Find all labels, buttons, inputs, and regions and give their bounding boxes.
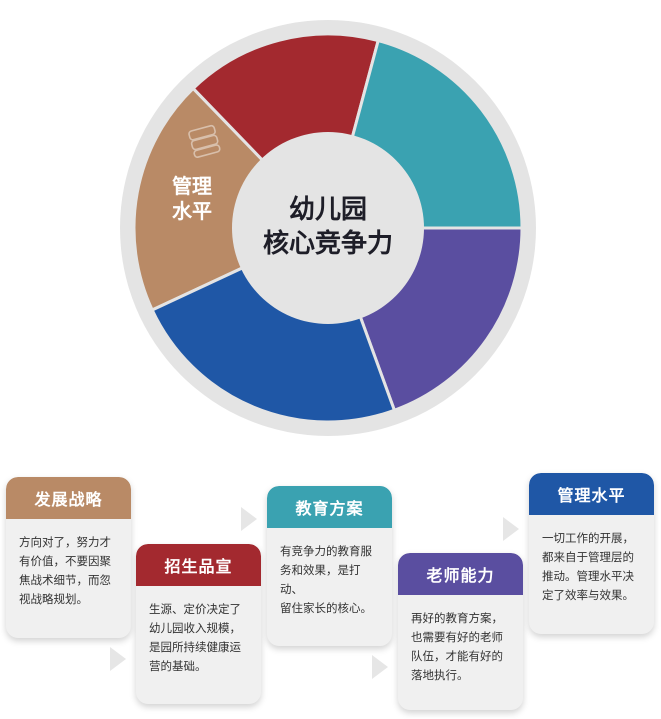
card-management-line: 定了效率与效果。 — [542, 588, 634, 602]
card-teachers-line: 再好的教育方案， — [411, 611, 503, 625]
card-teachers-text: 再好的教育方案， 也需要有好的老师 队伍，才能有好的 落地执行。 — [398, 595, 523, 697]
stack-icon — [188, 124, 221, 158]
card-teachers-line: 也需要有好的老师 — [411, 630, 503, 644]
card-enrollment-text: 生源、定价决定了 幼儿园收入规模， 是园所持续健康运 营的基础。 — [136, 586, 261, 688]
card-enrollment: 招生品宣 生源、定价决定了 幼儿园收入规模， 是园所持续健康运 营的基础。 — [136, 544, 261, 704]
card-teachers-line: 队伍，才能有好的 — [411, 649, 503, 663]
center-title-line2: 核心竞争力 — [263, 228, 393, 259]
card-education: 教育方案 有竞争力的教育服 务和效果，是打动、 留住家长的核心。 — [267, 486, 392, 646]
card-enrollment-line: 是园所持续健康运 — [149, 640, 241, 654]
card-strategy-title: 发展战略 — [6, 477, 131, 519]
chevron-right-icon — [372, 655, 388, 679]
card-education-line: 有竞争力的教育服 — [280, 544, 372, 558]
wheel-segment-label: 水平 — [172, 199, 212, 223]
card-education-text: 有竞争力的教育服 务和效果，是打动、 留住家长的核心。 — [267, 528, 392, 630]
card-management-title: 管理水平 — [529, 473, 654, 515]
wheel-segments: 发展战略招生品宣教育方案老师能力管理水平 — [132, 32, 524, 424]
chevron-right-icon — [110, 647, 126, 671]
card-strategy: 发展战略 方向对了，努力才 有价值，不要因聚 焦战术细节，而忽 视战略规划。 — [6, 477, 131, 638]
card-enrollment-title: 招生品宣 — [136, 544, 261, 586]
card-education-line: 务和效果，是打动、 — [280, 563, 361, 596]
card-strategy-line: 方向对了，努力才 — [19, 535, 111, 549]
card-management-line: 都来自于管理层的 — [542, 550, 634, 564]
card-management-line: 一切工作的开展， — [542, 531, 634, 545]
card-strategy-text: 方向对了，努力才 有价值，不要因聚 焦战术细节，而忽 视战略规划。 — [6, 519, 131, 621]
card-management-line: 推动。管理水平决 — [542, 569, 634, 583]
competitiveness-wheel: 发展战略招生品宣教育方案老师能力管理水平 幼儿园 核心竞争力 — [120, 20, 536, 436]
chevron-right-icon — [503, 517, 519, 541]
card-teachers-title: 老师能力 — [398, 553, 523, 595]
card-strategy-line: 焦战术细节，而忽 — [19, 573, 111, 587]
card-enrollment-line: 营的基础。 — [149, 659, 207, 673]
wheel-segment-label: 管理 — [172, 174, 212, 198]
card-strategy-line: 视战略规划。 — [19, 592, 88, 606]
wheel-center-disc — [232, 132, 424, 324]
card-enrollment-line: 幼儿园收入规模， — [149, 621, 241, 635]
center-title-line1: 幼儿园 — [289, 195, 367, 225]
card-teachers-line: 落地执行。 — [411, 668, 469, 682]
card-education-title: 教育方案 — [267, 486, 392, 528]
chevron-right-icon — [241, 507, 257, 531]
card-management-text: 一切工作的开展， 都来自于管理层的 推动。管理水平决 定了效率与效果。 — [529, 515, 654, 617]
card-management: 管理水平 一切工作的开展， 都来自于管理层的 推动。管理水平决 定了效率与效果。 — [529, 473, 654, 634]
wheel-segment — [132, 86, 331, 312]
card-education-line: 留住家长的核心。 — [280, 601, 372, 615]
card-enrollment-line: 生源、定价决定了 — [149, 602, 241, 616]
card-teachers: 老师能力 再好的教育方案， 也需要有好的老师 队伍，才能有好的 落地执行。 — [398, 553, 523, 710]
card-strategy-line: 有价值，不要因聚 — [19, 554, 111, 568]
